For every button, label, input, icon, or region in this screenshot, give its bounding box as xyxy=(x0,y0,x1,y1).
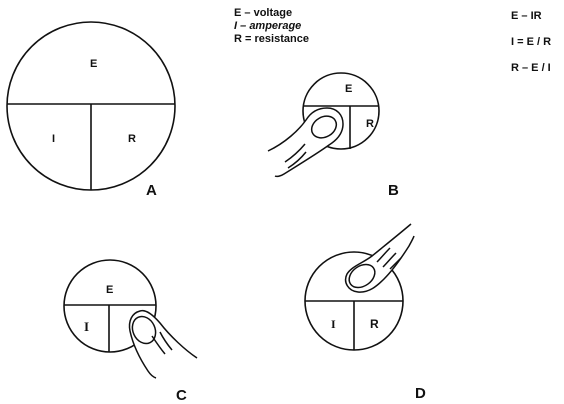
panel-b-letter-e: E xyxy=(345,83,352,95)
panel-label-c: C xyxy=(176,387,187,404)
panel-b-letter-r: R xyxy=(366,118,374,130)
panel-a-letter-r: R xyxy=(128,133,136,145)
panel-label-d: D xyxy=(415,385,426,402)
panel-a-letter-e: E xyxy=(90,58,97,70)
finger-b-icon xyxy=(268,108,343,176)
finger-c-icon xyxy=(128,311,197,378)
panel-label-a: A xyxy=(146,182,157,199)
panel-a-letter-i: I xyxy=(52,133,55,145)
panel-c-letter-e: E xyxy=(106,284,113,296)
panel-label-b: B xyxy=(388,182,399,199)
panel-a-circle xyxy=(7,22,175,190)
panel-d-letter-i: I xyxy=(331,317,336,331)
panel-d-letter-r: R xyxy=(370,317,379,331)
finger-d-icon xyxy=(345,224,414,292)
panel-c-letter-i: I xyxy=(84,319,89,334)
